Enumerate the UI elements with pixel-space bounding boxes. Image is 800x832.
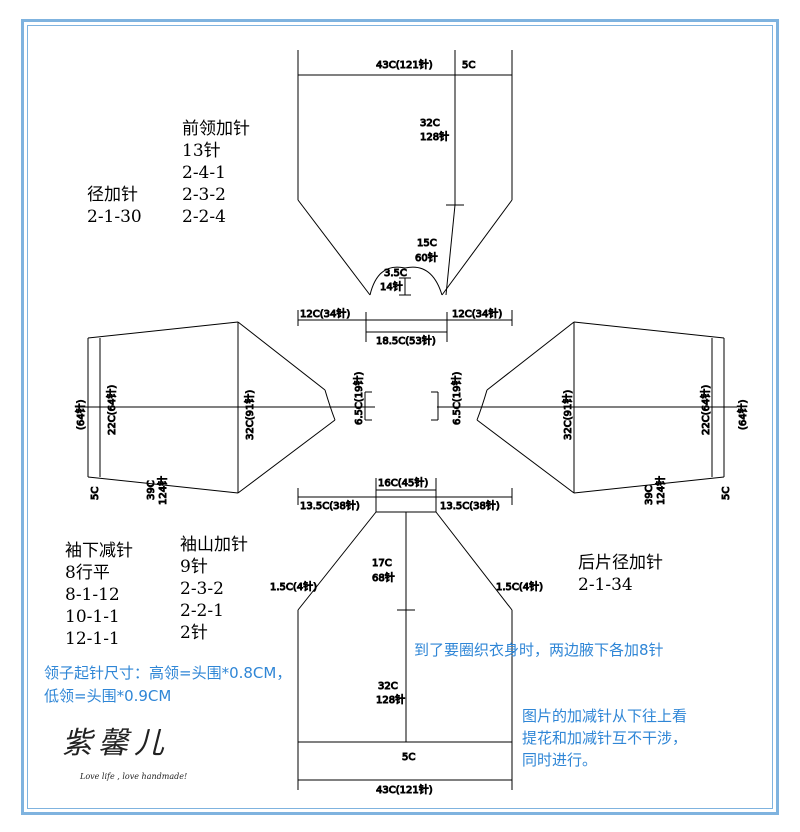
sleeve-cap-notes: 袖山加针 9针 2-3-2 2-2-1 2针 — [180, 534, 248, 644]
reading-note-1: 图片的加减针从下往上看 — [522, 707, 688, 725]
front-piece — [297, 50, 513, 296]
diameter-line: 2-1-30 — [87, 207, 142, 227]
dim-back-15-right: 1.5C(4针) — [496, 580, 543, 593]
sleeve-cap-line: 9针 — [180, 557, 208, 577]
signature-tagline: Love life , love handmade! — [80, 772, 188, 781]
dim-cap-left: 6.5C(19针) — [352, 371, 365, 425]
shoulder-dims — [297, 310, 513, 342]
inner-frame — [27, 25, 773, 809]
dim-sleeve-right-64: (64针) — [736, 399, 749, 430]
dim-sleeve-left-64: (64针) — [74, 399, 87, 430]
collar-note-1: 领子起针尺寸：高领=头围*0.8CM， — [44, 664, 292, 682]
dim-sleeve-left-32c: 32C(91针) — [243, 390, 256, 440]
dim-cap-right: 6.5C(19针) — [450, 371, 463, 425]
sleeve-cap-line: 2-2-1 — [180, 601, 224, 621]
back-piece — [297, 478, 513, 790]
dim-back-16c: 16C(45针) — [378, 476, 428, 489]
dim-back-17c: 17C — [372, 558, 392, 569]
outer-frame — [21, 19, 779, 815]
sleeve-cap-line: 2-3-2 — [180, 579, 224, 599]
sleeve-dec-line: 8行平 — [65, 563, 110, 583]
front-neck-notes: 前领加针 13针 2-4-1 2-3-2 2-2-4 — [182, 118, 250, 228]
dim-sleeve-left-124: 124针 — [156, 476, 169, 505]
dim-back-128: 128针 — [376, 693, 405, 706]
dim-center-width: 18.5C(53针) — [376, 334, 436, 347]
back-inc-line: 2-1-34 — [578, 575, 633, 595]
dim-back-135-right: 13.5C(38针) — [440, 499, 500, 512]
dim-back-width: 43C(121针) — [376, 783, 433, 796]
dim-back-15-left: 1.5C(4针) — [270, 580, 317, 593]
collar-note-2: 低领=头围*0.9CM — [44, 687, 172, 705]
diameter-title: 径加针 — [87, 185, 138, 205]
dim-neck-35c: 3.5C — [384, 268, 407, 279]
dim-sleeve-left-39c: 39C — [146, 480, 157, 500]
sleeve-dec-line: 8-1-12 — [65, 585, 120, 605]
dim-sleeve-right-124: 124针 — [654, 476, 667, 505]
back-inc-title: 后片径加针 — [578, 553, 663, 573]
dim-back-32c: 32C — [378, 681, 398, 692]
dim-shoulder-left: 12C(34针) — [300, 307, 350, 320]
dim-sleeve-right-22c: 22C(64针) — [699, 385, 712, 435]
diameter-notes: 径加针 2-1-30 — [87, 184, 142, 228]
dim-top-5c: 5C — [462, 60, 475, 71]
signature-logo: 紫馨儿 — [62, 726, 170, 761]
front-neck-line: 2-4-1 — [182, 163, 226, 183]
dim-back-135-left: 13.5C(38针) — [300, 499, 360, 512]
front-neck-line: 13针 — [182, 141, 221, 161]
dim-top-32c: 32C — [420, 118, 440, 129]
dim-top-width: 43C(121针) — [376, 58, 433, 71]
sleeve-cap-line: 2针 — [180, 623, 208, 643]
dim-top-128: 128针 — [420, 130, 449, 143]
sleeve-dec-line: 12-1-1 — [65, 629, 120, 649]
dim-shoulder-right: 12C(34针) — [452, 307, 502, 320]
front-neck-line: 2-3-2 — [182, 185, 226, 205]
dim-sleeve-left-22c: 22C(64针) — [105, 385, 118, 435]
sleeve-dec-notes: 袖下减针 8行平 8-1-12 10-1-1 12-1-1 — [65, 540, 133, 650]
left-sleeve — [75, 321, 375, 494]
dim-neck-14: 14针 — [380, 280, 403, 293]
reading-note-2: 提花和加减针互不干涉， — [522, 729, 688, 747]
dim-back-68: 68针 — [372, 571, 395, 584]
front-neck-line: 2-2-4 — [182, 207, 226, 227]
dim-sleeve-right-32c: 32C(91针) — [561, 390, 574, 440]
sleeve-cap-title: 袖山加针 — [180, 535, 248, 555]
back-inc-notes: 后片径加针 2-1-34 — [578, 552, 663, 596]
underarm-note: 到了要圈织衣身时，两边腋下各加8针 — [414, 641, 664, 659]
front-neck-title: 前领加针 — [182, 119, 250, 139]
dim-sleeve-right-5c: 5C — [721, 487, 732, 500]
dim-sleeve-left-5c: 5C — [90, 487, 101, 500]
dim-back-5c: 5C — [402, 752, 415, 763]
reading-note-3: 同时进行。 — [522, 751, 598, 769]
dim-neck-60: 60针 — [415, 251, 438, 264]
sleeve-dec-line: 10-1-1 — [65, 607, 120, 627]
sleeve-dec-title: 袖下减针 — [65, 541, 133, 561]
dim-sleeve-right-39c: 39C — [644, 485, 655, 505]
right-sleeve — [431, 321, 737, 494]
dim-neck-15c: 15C — [417, 238, 437, 249]
